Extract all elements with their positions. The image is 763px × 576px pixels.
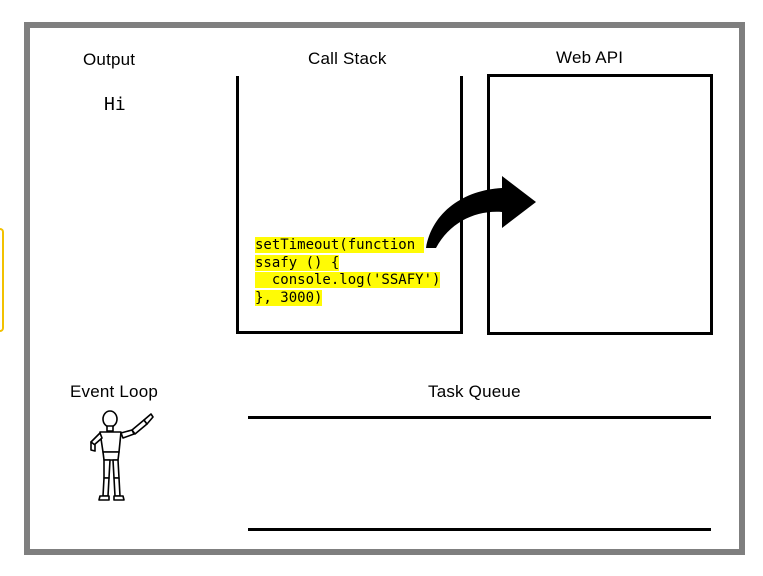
code-line: ssafy () { bbox=[255, 254, 340, 271]
mannequin-pointing-icon bbox=[90, 410, 154, 501]
task-queue-top-line bbox=[248, 416, 711, 419]
call-stack-code: setTimeout(function ssafy () { console.l… bbox=[255, 237, 441, 307]
output-label: Output bbox=[83, 50, 136, 69]
code-line: }, 3000) bbox=[255, 289, 323, 306]
task-queue-label: Task Queue bbox=[428, 382, 521, 401]
call-stack-label: Call Stack bbox=[308, 49, 387, 68]
diagram-frame bbox=[24, 22, 745, 555]
task-queue-bottom-line bbox=[248, 528, 711, 531]
code-line: console.log('SSAFY') bbox=[255, 272, 441, 288]
code-line: setTimeout(function bbox=[255, 237, 424, 253]
curved-arrow-icon bbox=[426, 176, 536, 248]
event-loop-label: Event Loop bbox=[70, 382, 159, 401]
output-value: Hi bbox=[104, 94, 126, 115]
web-api-label: Web API bbox=[556, 48, 624, 67]
side-tab-marker bbox=[0, 228, 4, 332]
